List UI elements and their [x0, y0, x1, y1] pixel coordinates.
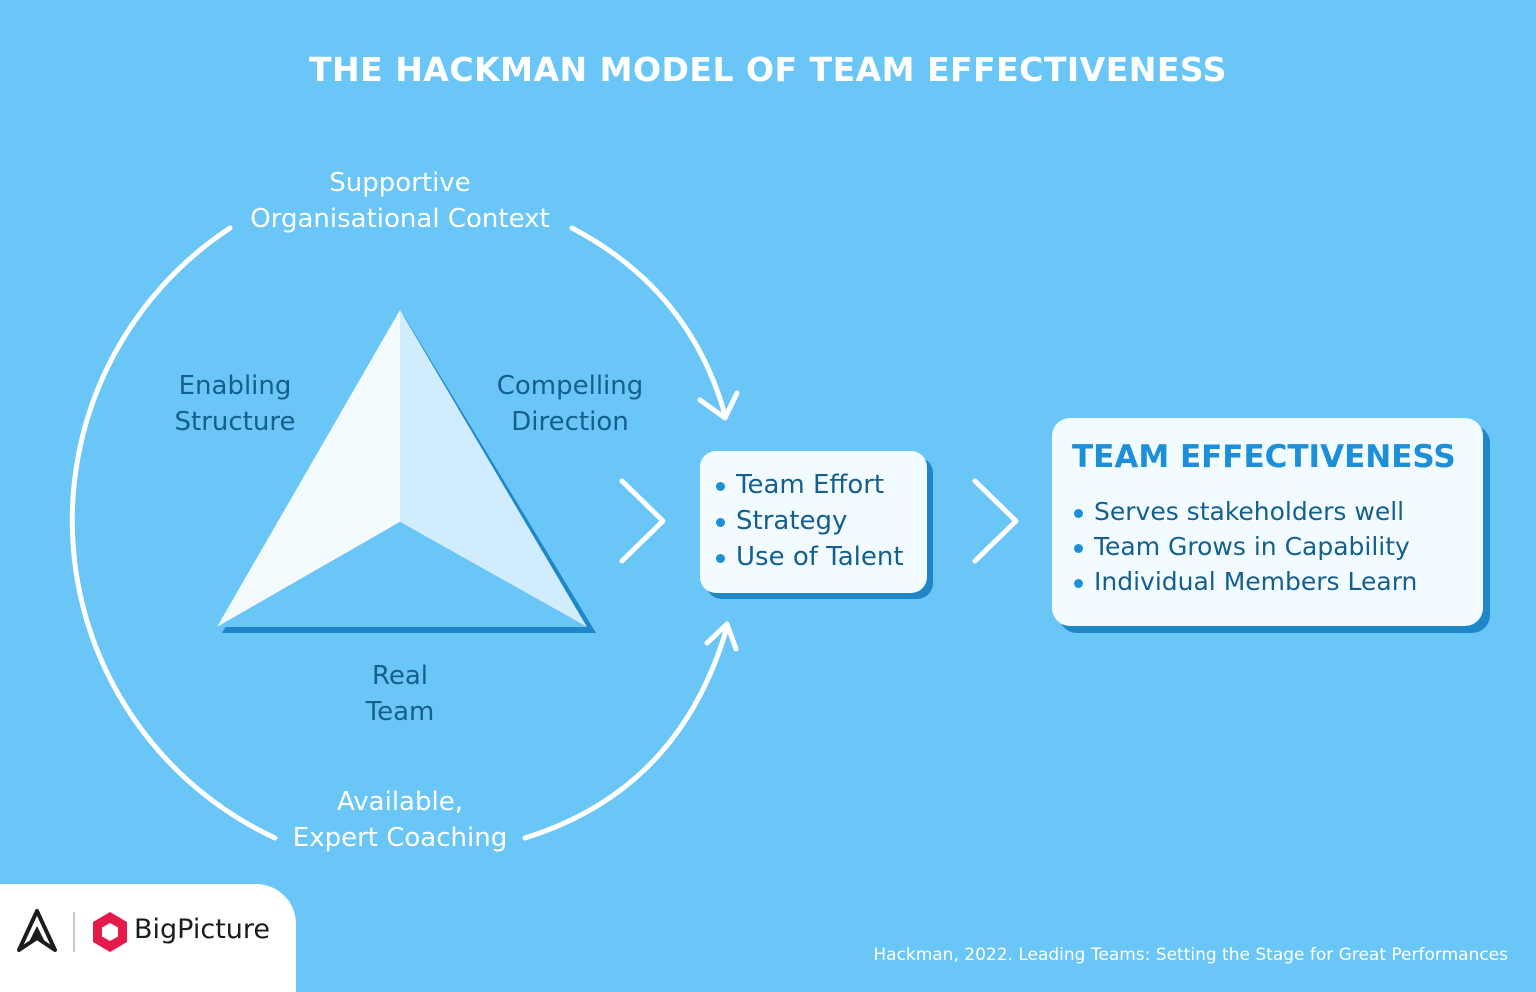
chevron-right-icon	[972, 478, 1019, 564]
list-item: Team Grows in Capability	[1072, 529, 1483, 564]
context-bottom-label: Available, Expert Coaching	[255, 784, 545, 856]
triangle-right-line: Direction	[511, 407, 629, 437]
process-list: Team Effort Strategy Use of Talent	[714, 467, 927, 575]
context-arrowhead-top	[697, 390, 740, 421]
brand-name: BigPicture	[134, 914, 271, 945]
context-top-line: Supportive	[329, 168, 471, 198]
list-item: Strategy	[714, 503, 927, 539]
context-bottom-line: Available,	[337, 787, 463, 817]
context-arc-left	[69, 225, 278, 841]
list-item: Serves stakeholders well	[1072, 494, 1483, 529]
triangle-left-label: Enabling Structure	[145, 368, 325, 440]
triangle-icon	[217, 310, 596, 633]
list-item: Use of Talent	[714, 539, 927, 575]
context-top-line: Organisational Context	[250, 204, 550, 234]
outcome-box: TEAM EFFECTIVENESS Serves stakeholders w…	[1052, 418, 1483, 626]
context-top-label: Supportive Organisational Context	[230, 165, 570, 237]
diagram-title: THE HACKMAN MODEL OF TEAM EFFECTIVENESS	[309, 50, 1227, 89]
triangle-right-line: Compelling	[496, 371, 644, 401]
process-box: Team Effort Strategy Use of Talent	[700, 451, 927, 593]
atlassian-style-logo-icon	[17, 909, 57, 952]
triangle-left-line: Enabling	[178, 371, 292, 401]
outcome-heading: TEAM EFFECTIVENESS	[1072, 439, 1456, 475]
triangle-bottom-label: Real Team	[330, 658, 470, 730]
brand-separator	[73, 912, 75, 952]
bigpicture-hexagon-icon	[93, 912, 127, 952]
context-arc-bottom-right	[522, 624, 730, 841]
context-arrowhead-bottom	[704, 621, 739, 652]
list-item: Individual Members Learn	[1072, 564, 1483, 599]
triangle-left-line: Structure	[174, 407, 296, 437]
triangle-bottom-line: Team	[365, 697, 435, 727]
brand-panel: BigPicture	[0, 884, 296, 992]
list-item: Team Effort	[714, 467, 927, 503]
chevron-right-icon	[619, 478, 666, 564]
triangle-bottom-line: Real	[371, 661, 429, 691]
citation: Hackman, 2022. Leading Teams: Setting th…	[873, 945, 1508, 965]
outcome-list: Serves stakeholders well Team Grows in C…	[1072, 494, 1483, 599]
context-bottom-line: Expert Coaching	[292, 823, 508, 853]
context-arc-top-right	[569, 225, 728, 418]
triangle-right-label: Compelling Direction	[475, 368, 665, 440]
